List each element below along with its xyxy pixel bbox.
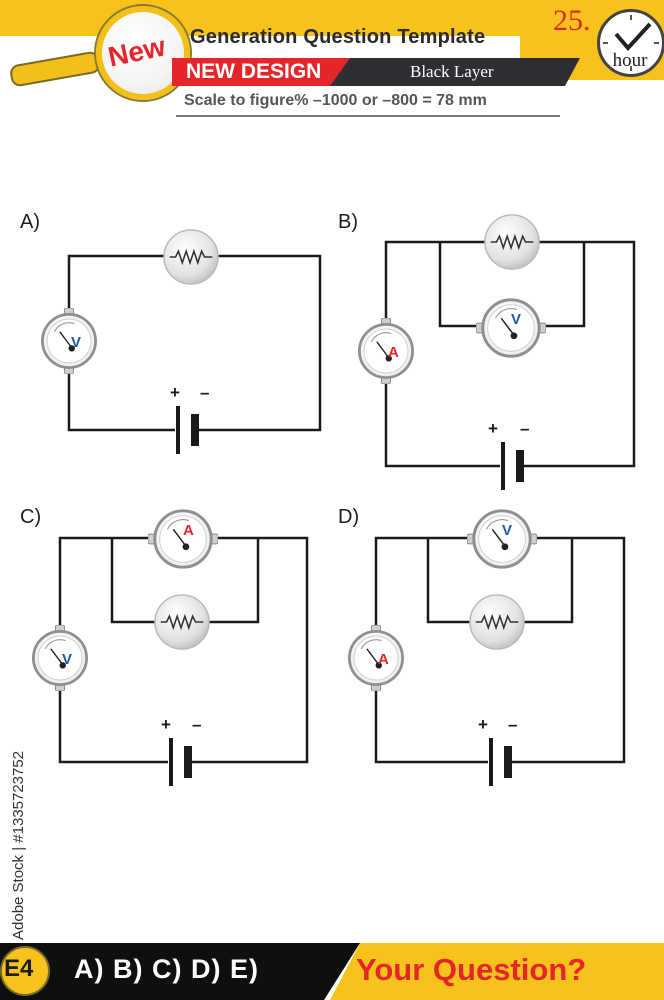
subtitle-red-band bbox=[172, 58, 362, 86]
answer-choices: A) B) C) D) E) bbox=[74, 954, 259, 984]
voltmeter-b bbox=[476, 298, 546, 358]
scale-underline bbox=[176, 115, 560, 117]
resistor-c bbox=[154, 594, 210, 650]
option-d-label: D) bbox=[338, 506, 360, 528]
voltmeter-a-letter: V bbox=[71, 334, 81, 351]
wire-c bbox=[58, 536, 309, 764]
battery-c-minus: – bbox=[192, 715, 201, 734]
ammeter-b bbox=[358, 318, 414, 384]
footer-badge-text: E4 bbox=[4, 955, 34, 982]
ammeter-d bbox=[348, 625, 404, 691]
voltmeter-c-letter: V bbox=[62, 651, 72, 668]
voltmeter-d bbox=[467, 509, 537, 569]
option-a-label: A) bbox=[20, 211, 40, 233]
resistor-d bbox=[469, 594, 525, 650]
resistor-b bbox=[484, 214, 540, 270]
ammeter-b-letter: A bbox=[388, 344, 399, 361]
option-c-label: C) bbox=[20, 506, 42, 528]
scale-note: Scale to figure% –1000 or –800 = 78 mm bbox=[184, 92, 487, 109]
ammeter-c-letter: A bbox=[183, 522, 194, 539]
page-title: Generation Question Template bbox=[190, 26, 486, 48]
wire-d bbox=[374, 536, 626, 764]
question-number: 25. bbox=[553, 4, 591, 37]
black-layer-label: Black Layer bbox=[410, 62, 494, 81]
subtitle-dark-band bbox=[330, 58, 580, 86]
footer-dark-band bbox=[0, 943, 360, 1000]
battery-a-plus: + bbox=[170, 383, 180, 402]
battery-d-minus: – bbox=[508, 715, 517, 734]
clock-icon bbox=[597, 9, 664, 77]
footer-yellow-band bbox=[330, 943, 664, 1000]
battery-c-plus: + bbox=[161, 715, 171, 734]
ammeter-c bbox=[148, 509, 218, 569]
new-design-label: NEW DESIGN bbox=[186, 60, 322, 83]
battery-d-plus: + bbox=[478, 715, 488, 734]
ammeter-d-letter: A bbox=[378, 651, 389, 668]
battery-b-minus: – bbox=[520, 419, 529, 438]
resistor-a bbox=[163, 229, 219, 285]
battery-a-minus: – bbox=[200, 383, 209, 402]
footer-badge bbox=[0, 946, 50, 996]
time-unit: hour bbox=[612, 50, 648, 71]
option-b-label: B) bbox=[338, 211, 358, 233]
voltmeter-a bbox=[41, 308, 97, 374]
your-question-prompt: Your Question? bbox=[356, 952, 587, 987]
battery-b-plus: + bbox=[488, 419, 498, 438]
voltmeter-b-letter: V bbox=[511, 311, 521, 328]
voltmeter-c bbox=[32, 625, 88, 691]
voltmeter-d-letter: V bbox=[502, 522, 512, 539]
